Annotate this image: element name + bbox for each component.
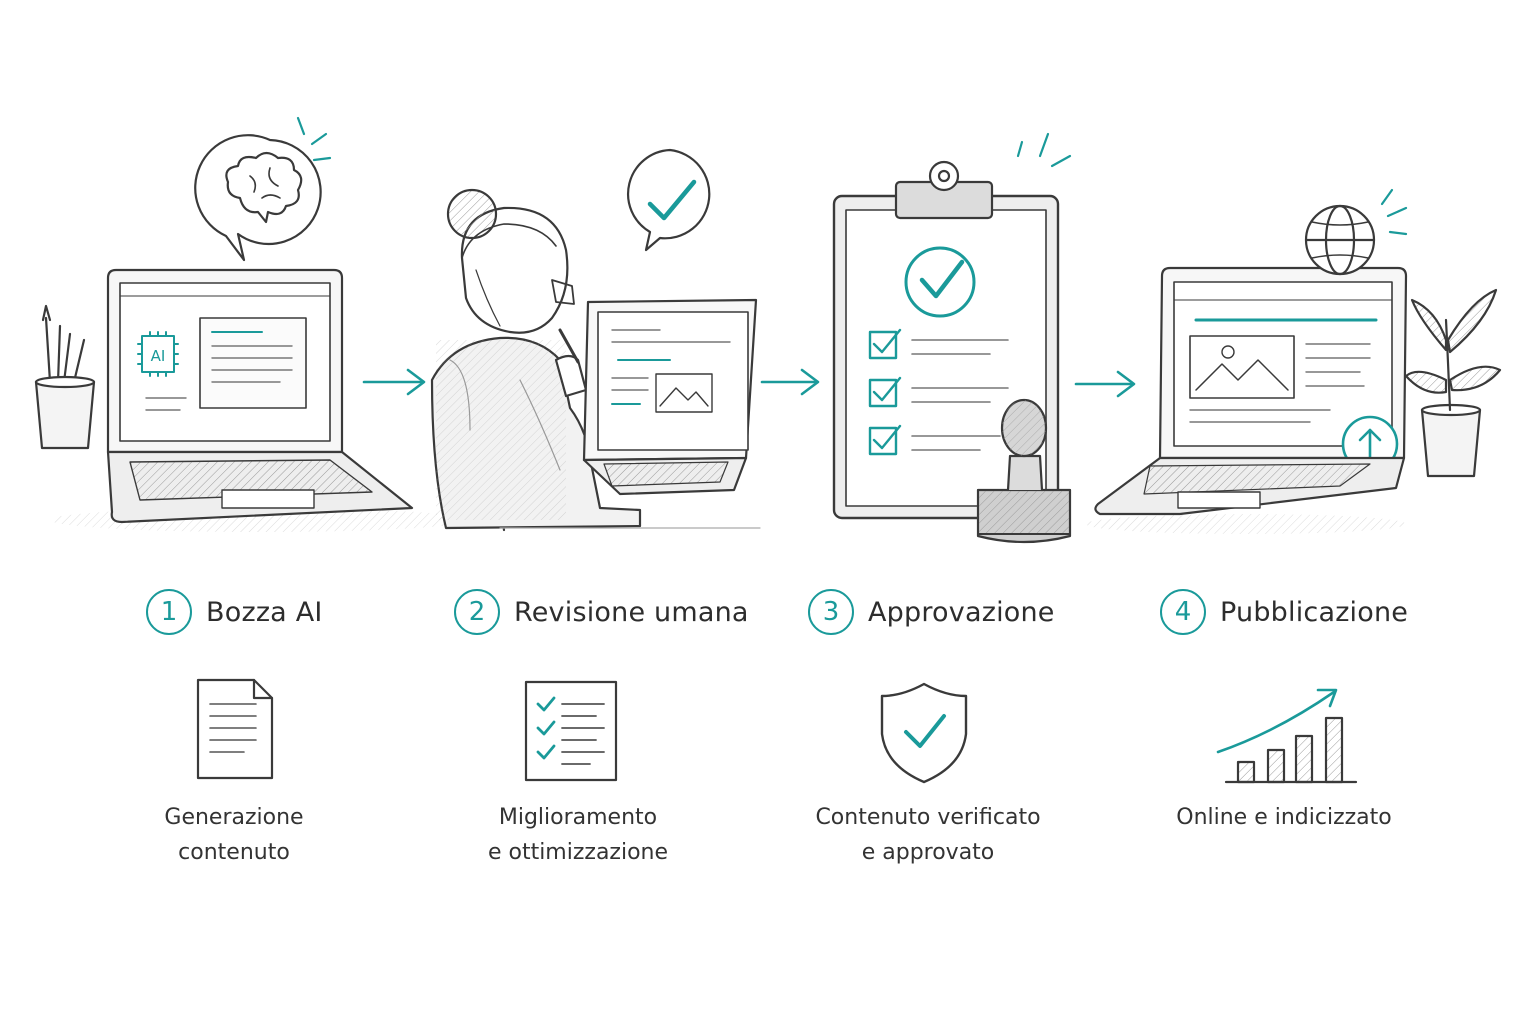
laptop-ai-draft: AI xyxy=(50,268,470,532)
woman-reviewer xyxy=(430,188,761,532)
step-title: Pubblicazione xyxy=(1220,596,1409,628)
step-1-label: 1 Bozza AI xyxy=(146,586,323,638)
description-line: e ottimizzazione xyxy=(487,840,669,865)
step-4-description: Online e indicizzato xyxy=(1134,800,1434,835)
arrow-right-icon xyxy=(362,368,426,396)
step-title: Approvazione xyxy=(868,596,1055,628)
description-line: Contenuto verificato xyxy=(815,805,1041,830)
pencil-cup-icon xyxy=(34,304,96,450)
arrow-right-icon xyxy=(1074,370,1136,398)
description-line: Online e indicizzato xyxy=(1176,805,1392,830)
potted-plant-icon xyxy=(1404,288,1502,478)
shield-check-icon xyxy=(880,682,968,784)
arrow-right-icon xyxy=(760,368,820,396)
step-3-description: Contenuto verificato e approvato xyxy=(778,800,1078,870)
step-3-label: 3 Approvazione xyxy=(808,586,1055,638)
laptop-published xyxy=(1086,266,1408,534)
step-1-description: Generazione contenuto xyxy=(84,800,384,870)
step-4-label: 4 Pubblicazione xyxy=(1160,586,1408,638)
step-number-badge: 3 xyxy=(808,589,854,635)
document-icon xyxy=(196,678,274,780)
approval-stamp-icon xyxy=(976,398,1072,544)
description-line: Generazione xyxy=(164,805,304,830)
step-number-badge: 4 xyxy=(1160,589,1206,635)
description-line: Miglioramento xyxy=(498,805,658,830)
step-title: Revisione umana xyxy=(514,596,749,628)
ai-chip-text: AI xyxy=(151,347,166,365)
ai-chip-icon xyxy=(137,331,179,377)
step-2-label: 2 Revisione umana xyxy=(454,586,749,638)
description-line: contenuto xyxy=(178,840,290,865)
globe-icon xyxy=(1304,188,1408,276)
step-2-description: Miglioramento e ottimizzazione xyxy=(428,800,728,870)
check-speech-bubble-icon xyxy=(627,148,711,252)
description-line: e approvato xyxy=(861,840,995,865)
growth-chart-icon xyxy=(1216,688,1358,784)
brain-thought-bubble-icon xyxy=(194,116,332,262)
step-number-badge: 2 xyxy=(454,589,500,635)
clipboard-approval xyxy=(832,132,1072,544)
step-number-badge: 1 xyxy=(146,589,192,635)
step-title: Bozza AI xyxy=(206,596,323,628)
checklist-icon xyxy=(524,680,618,782)
